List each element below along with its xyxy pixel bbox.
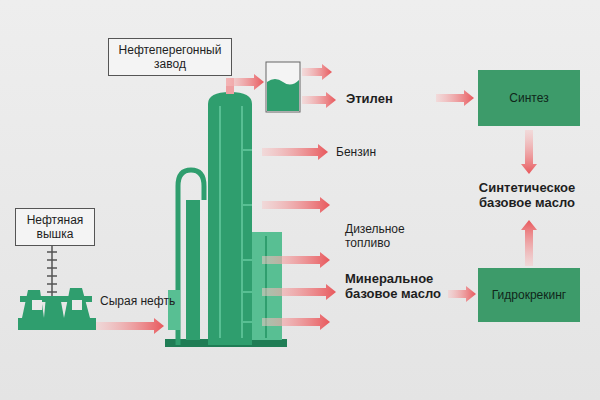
- rig-leg: [22, 290, 44, 318]
- vessel-outline: [266, 62, 300, 112]
- stream-label: Сырая нефть: [100, 294, 180, 308]
- derrick-rung: [47, 275, 57, 277]
- caption-box: Нефтяная вышка: [15, 208, 95, 246]
- loop-pipe: [178, 170, 204, 345]
- flow-arrows: [96, 64, 537, 334]
- column-detail: [241, 106, 243, 338]
- oil-rig: [18, 238, 96, 330]
- flow-arrow: [436, 90, 474, 106]
- flow-arrow: [262, 197, 330, 213]
- stream-label: Бензин: [336, 145, 416, 159]
- flow-arrow: [448, 286, 476, 302]
- ethylene-vessel: [266, 62, 300, 112]
- flow-arrow: [262, 314, 330, 330]
- main-column: [208, 92, 252, 345]
- product-label: Синтетическое базовое масло: [460, 180, 594, 210]
- flow-arrow: [262, 284, 336, 300]
- process-box: Синтез: [478, 70, 580, 126]
- draw-off-pipe: [242, 291, 252, 293]
- node-label: Гидрокрекинг: [482, 288, 576, 302]
- node-label: Нефтяная вышка: [20, 213, 90, 241]
- derrick-rung: [47, 291, 57, 293]
- caption-box: Нефтеперегонный завод: [108, 38, 232, 76]
- derrick-rung: [47, 267, 57, 269]
- side-column: [186, 200, 200, 340]
- flow-arrow: [521, 220, 537, 266]
- flow-arrow: [96, 318, 164, 334]
- stream-label: Минеральное базовое масло: [345, 271, 445, 301]
- flow-arrow: [302, 64, 332, 80]
- stream-label: Этилен: [346, 91, 432, 106]
- flow-arrow: [521, 130, 537, 174]
- node-label: Нефтеперегонный завод: [113, 43, 227, 71]
- rig-window: [72, 300, 82, 310]
- rig-base: [18, 318, 96, 330]
- process-box: Гидрокрекинг: [478, 268, 580, 322]
- refinery-tower: [165, 92, 287, 347]
- draw-off-pipe: [242, 204, 252, 206]
- draw-off-pipe: [242, 259, 252, 261]
- flow-arrow: [262, 252, 330, 268]
- derrick-mast: [51, 238, 53, 300]
- node-label: Синтез: [482, 91, 576, 105]
- derrick-rung: [47, 259, 57, 261]
- draw-off-pipe: [242, 149, 252, 151]
- derrick-rung: [47, 283, 57, 285]
- derrick-rung: [47, 251, 57, 253]
- vessel-liquid: [267, 79, 299, 111]
- flow-arrow: [226, 74, 264, 90]
- stream-label: Дизельное топливо: [345, 222, 440, 250]
- flow-arrow: [302, 92, 336, 108]
- rig-window: [32, 300, 42, 310]
- column-detail: [219, 106, 221, 338]
- draw-off-pipe: [242, 321, 252, 323]
- rig-leg: [64, 288, 90, 318]
- flow-arrow: [262, 144, 328, 160]
